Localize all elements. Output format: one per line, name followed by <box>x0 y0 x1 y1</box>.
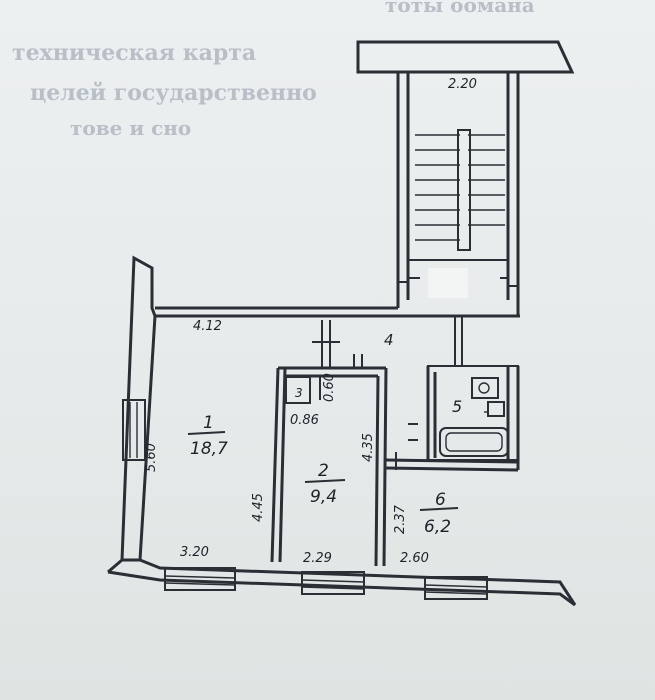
bottom-windows <box>164 567 488 600</box>
room-3-number: 3 <box>295 386 303 400</box>
room-1-area: 18,7 <box>190 439 228 459</box>
bathtub-icon <box>439 427 509 457</box>
room-5-number: 5 <box>452 397 462 416</box>
dimension-labels: 4.12 5.60 4.45 4.35 0.86 0.60 2.37 3.20 … <box>144 319 429 566</box>
staircase: 2.20 <box>356 40 575 300</box>
background-ghost-text: тоты оомана техническая карта целей госу… <box>12 0 535 140</box>
ghost-line-2: техническая карта <box>12 40 256 66</box>
dim-room1-height: 5.60 <box>144 443 159 472</box>
dim-bottom-1: 3.20 <box>180 545 209 560</box>
room-labels: 1 18,7 2 9,4 3 4 5 6 6,2 <box>187 331 462 537</box>
dim-bottom-2: 2.29 <box>303 551 332 566</box>
sink-icon <box>471 377 499 399</box>
dim-bottom-3: 2.60 <box>400 551 429 566</box>
dim-closet-height: 0.60 <box>322 373 337 402</box>
bathroom-fixtures <box>439 377 509 457</box>
ghost-line-4: тове и сно <box>70 116 191 140</box>
stair-landing-slab <box>356 40 575 74</box>
dim-corridor-top: 4.12 <box>193 319 222 334</box>
partitions <box>270 316 519 567</box>
dim-room2-height: 4.35 <box>361 433 376 462</box>
dim-closet-width: 0.86 <box>290 413 319 428</box>
room-6-number: 6 <box>435 490 446 510</box>
room-1-number: 1 <box>203 413 214 433</box>
room-2-area: 9,4 <box>310 487 337 507</box>
room-2-number: 2 <box>318 461 329 481</box>
dim-room1-inner: 4.45 <box>251 493 266 522</box>
room-6-area: 6,2 <box>424 517 451 537</box>
apartment-walls <box>107 255 577 607</box>
toilet-icon <box>487 401 505 417</box>
ghost-line-1: тоты оомана <box>385 0 535 17</box>
left-window <box>122 399 146 461</box>
left-outer-wall <box>120 255 157 562</box>
closet-3 <box>285 376 311 404</box>
dim-stair-width: 2.20 <box>448 77 477 92</box>
ghost-line-3: целей государственно <box>30 80 317 106</box>
room-4-number: 4 <box>384 331 394 349</box>
sink-drain-icon <box>478 382 490 394</box>
dim-room6-height: 2.37 <box>393 504 408 534</box>
